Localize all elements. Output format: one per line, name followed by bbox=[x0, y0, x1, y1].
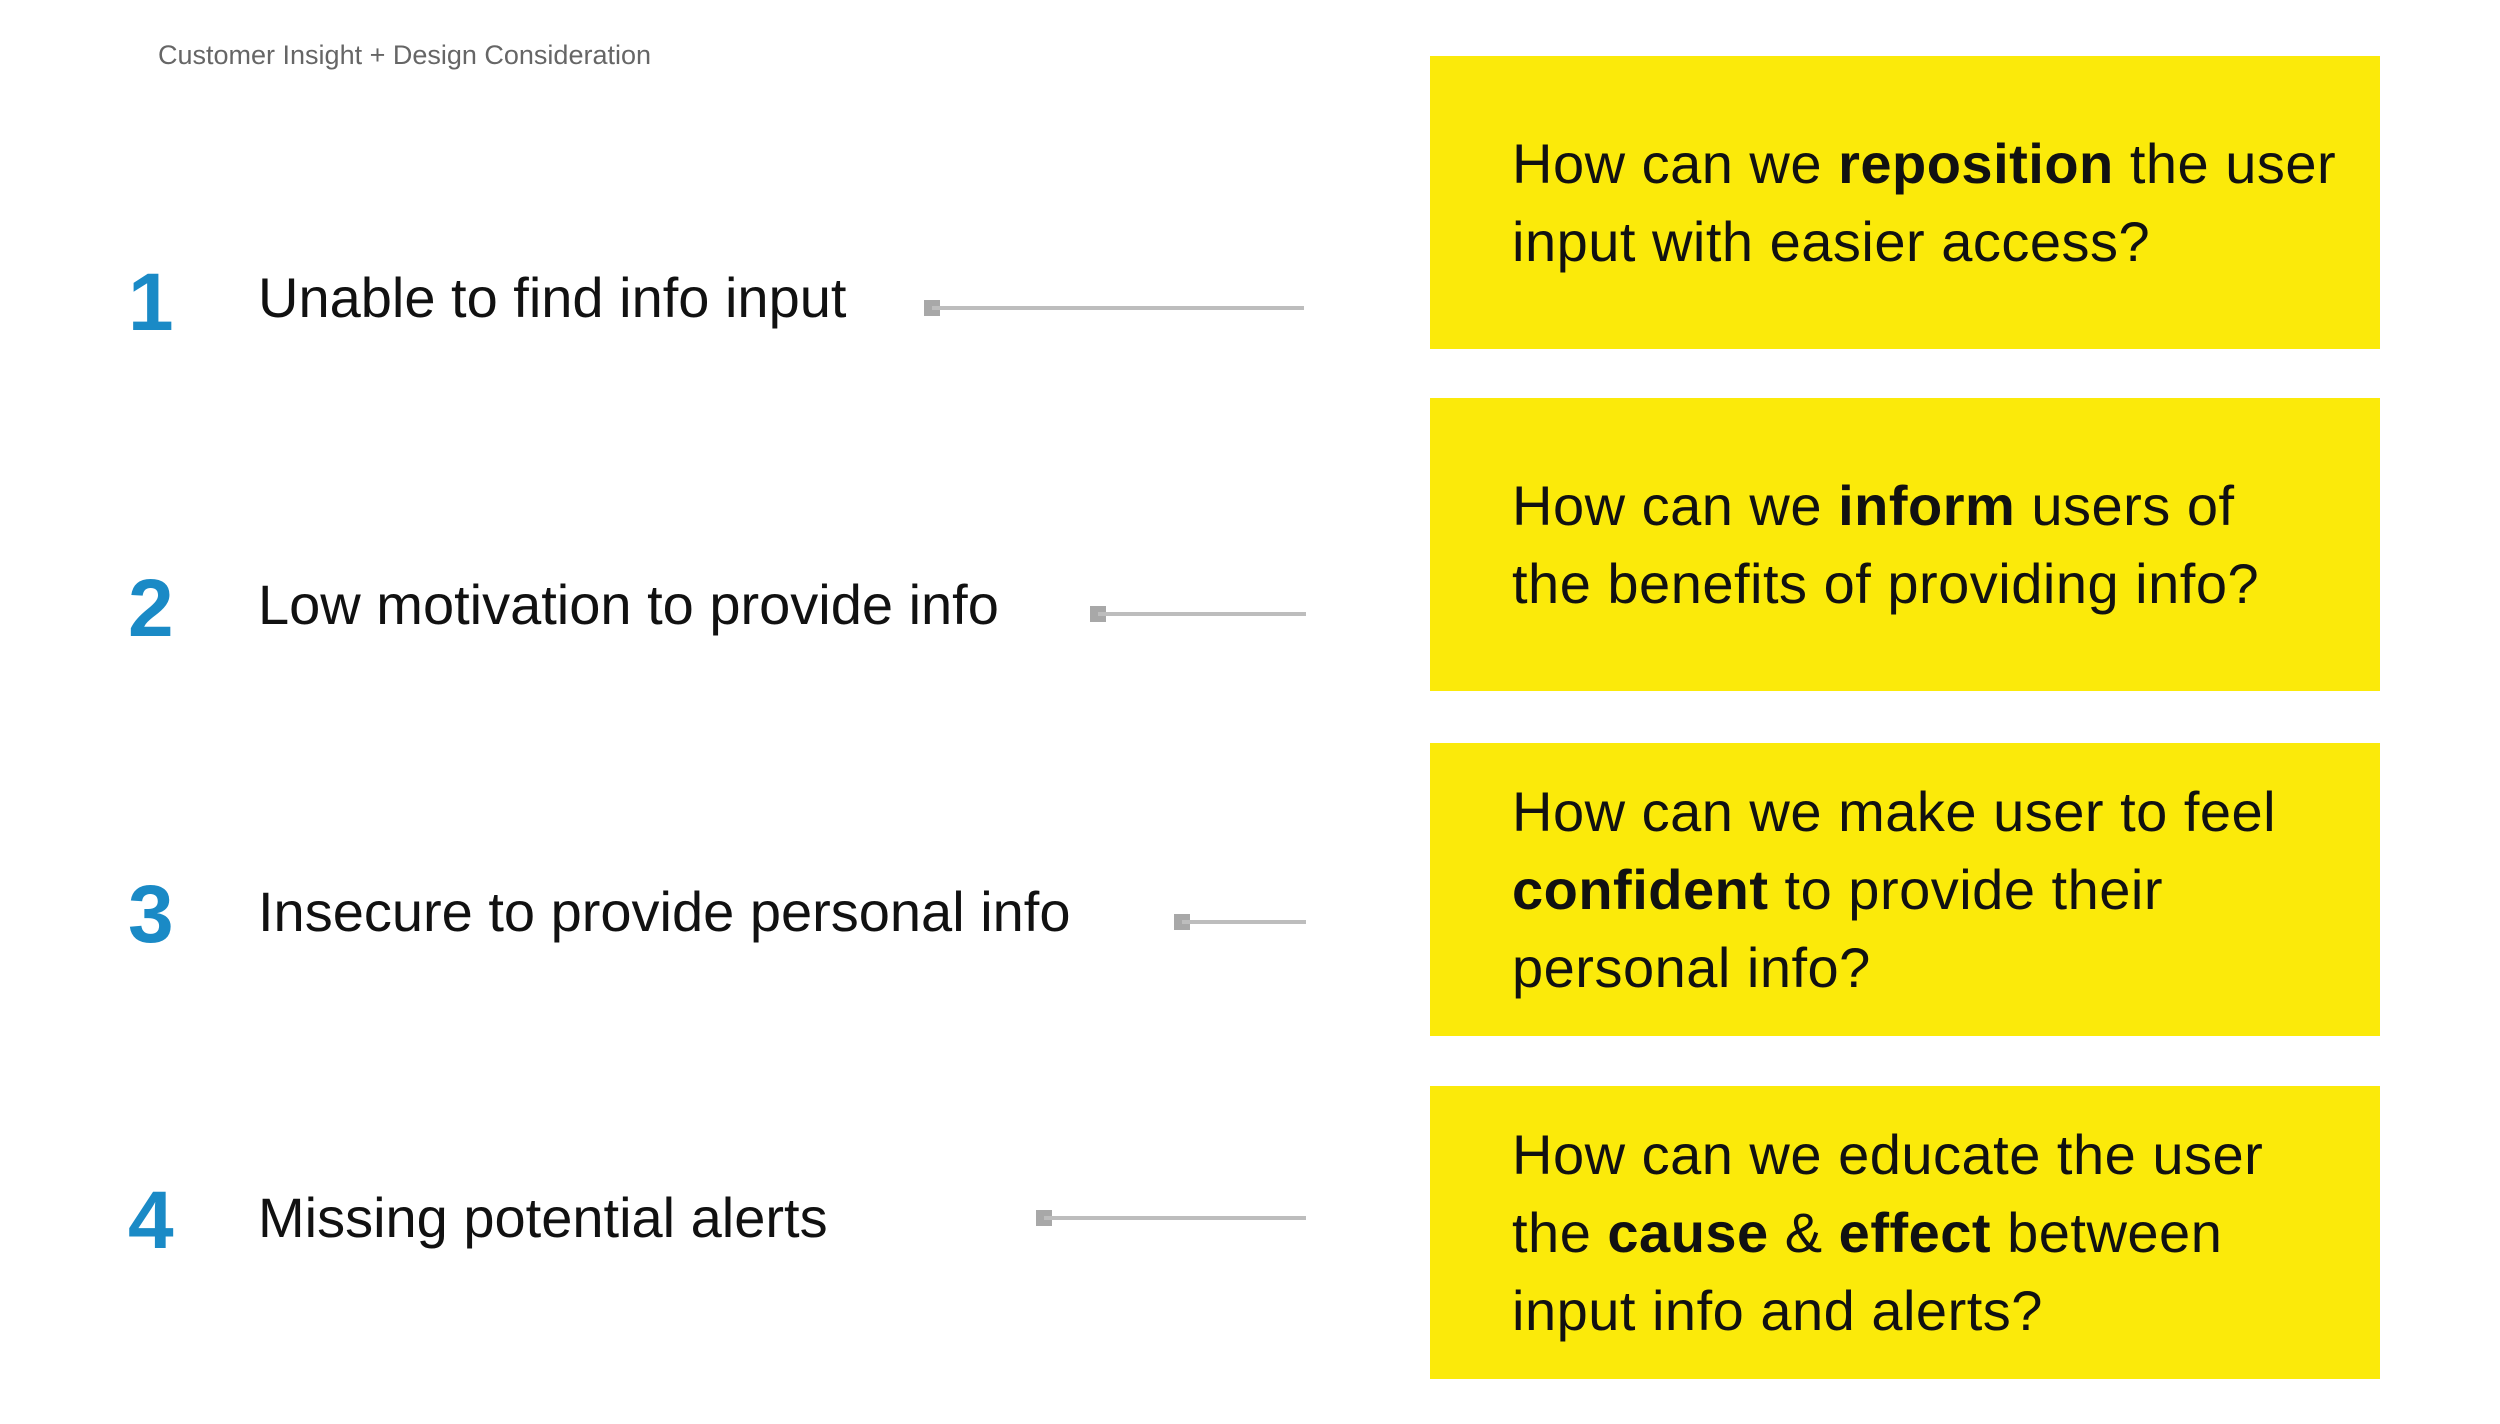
design-question-card-3: How can we make user to feel confident t… bbox=[1430, 743, 2380, 1036]
emphasis-cause: cause bbox=[1607, 1200, 1769, 1264]
design-question-card-4: How can we educate the user the cause & … bbox=[1430, 1086, 2380, 1379]
connector-line-2 bbox=[1098, 612, 1306, 616]
connector-line-4 bbox=[1044, 1216, 1306, 1220]
design-question-text-4: How can we educate the user the cause & … bbox=[1512, 1122, 2264, 1342]
design-question-card-2: How can we inform users of the benefits … bbox=[1430, 398, 2380, 691]
insight-text-2: Low motivation to provide info bbox=[258, 573, 999, 636]
design-question-card-1: How can we reposition the user input wit… bbox=[1430, 56, 2380, 349]
emphasis-effect: effect bbox=[1838, 1200, 1992, 1264]
design-question-text-3: How can we make user to feel confident t… bbox=[1512, 779, 2277, 999]
design-question-text-2: How can we inform users of the benefits … bbox=[1512, 473, 2260, 615]
connector-line-3 bbox=[1182, 920, 1306, 924]
connector-line-1 bbox=[932, 306, 1304, 310]
emphasis-inform: inform bbox=[1838, 473, 2016, 537]
insight-number-1: 1 bbox=[128, 257, 174, 348]
page-header-title: Customer Insight + Design Consideration bbox=[158, 40, 652, 70]
insight-text-1: Unable to find info input bbox=[258, 266, 847, 329]
insight-text-4: Missing potential alerts bbox=[258, 1186, 828, 1249]
emphasis-reposition: reposition bbox=[1838, 131, 2114, 195]
insight-number-2: 2 bbox=[128, 563, 174, 654]
design-question-text-1: How can we reposition the user input wit… bbox=[1512, 131, 2337, 273]
insight-number-3: 3 bbox=[128, 869, 174, 960]
insight-number-4: 4 bbox=[128, 1175, 174, 1266]
emphasis-confident: confident bbox=[1512, 857, 1769, 921]
insight-text-3: Insecure to provide personal info bbox=[258, 880, 1071, 943]
